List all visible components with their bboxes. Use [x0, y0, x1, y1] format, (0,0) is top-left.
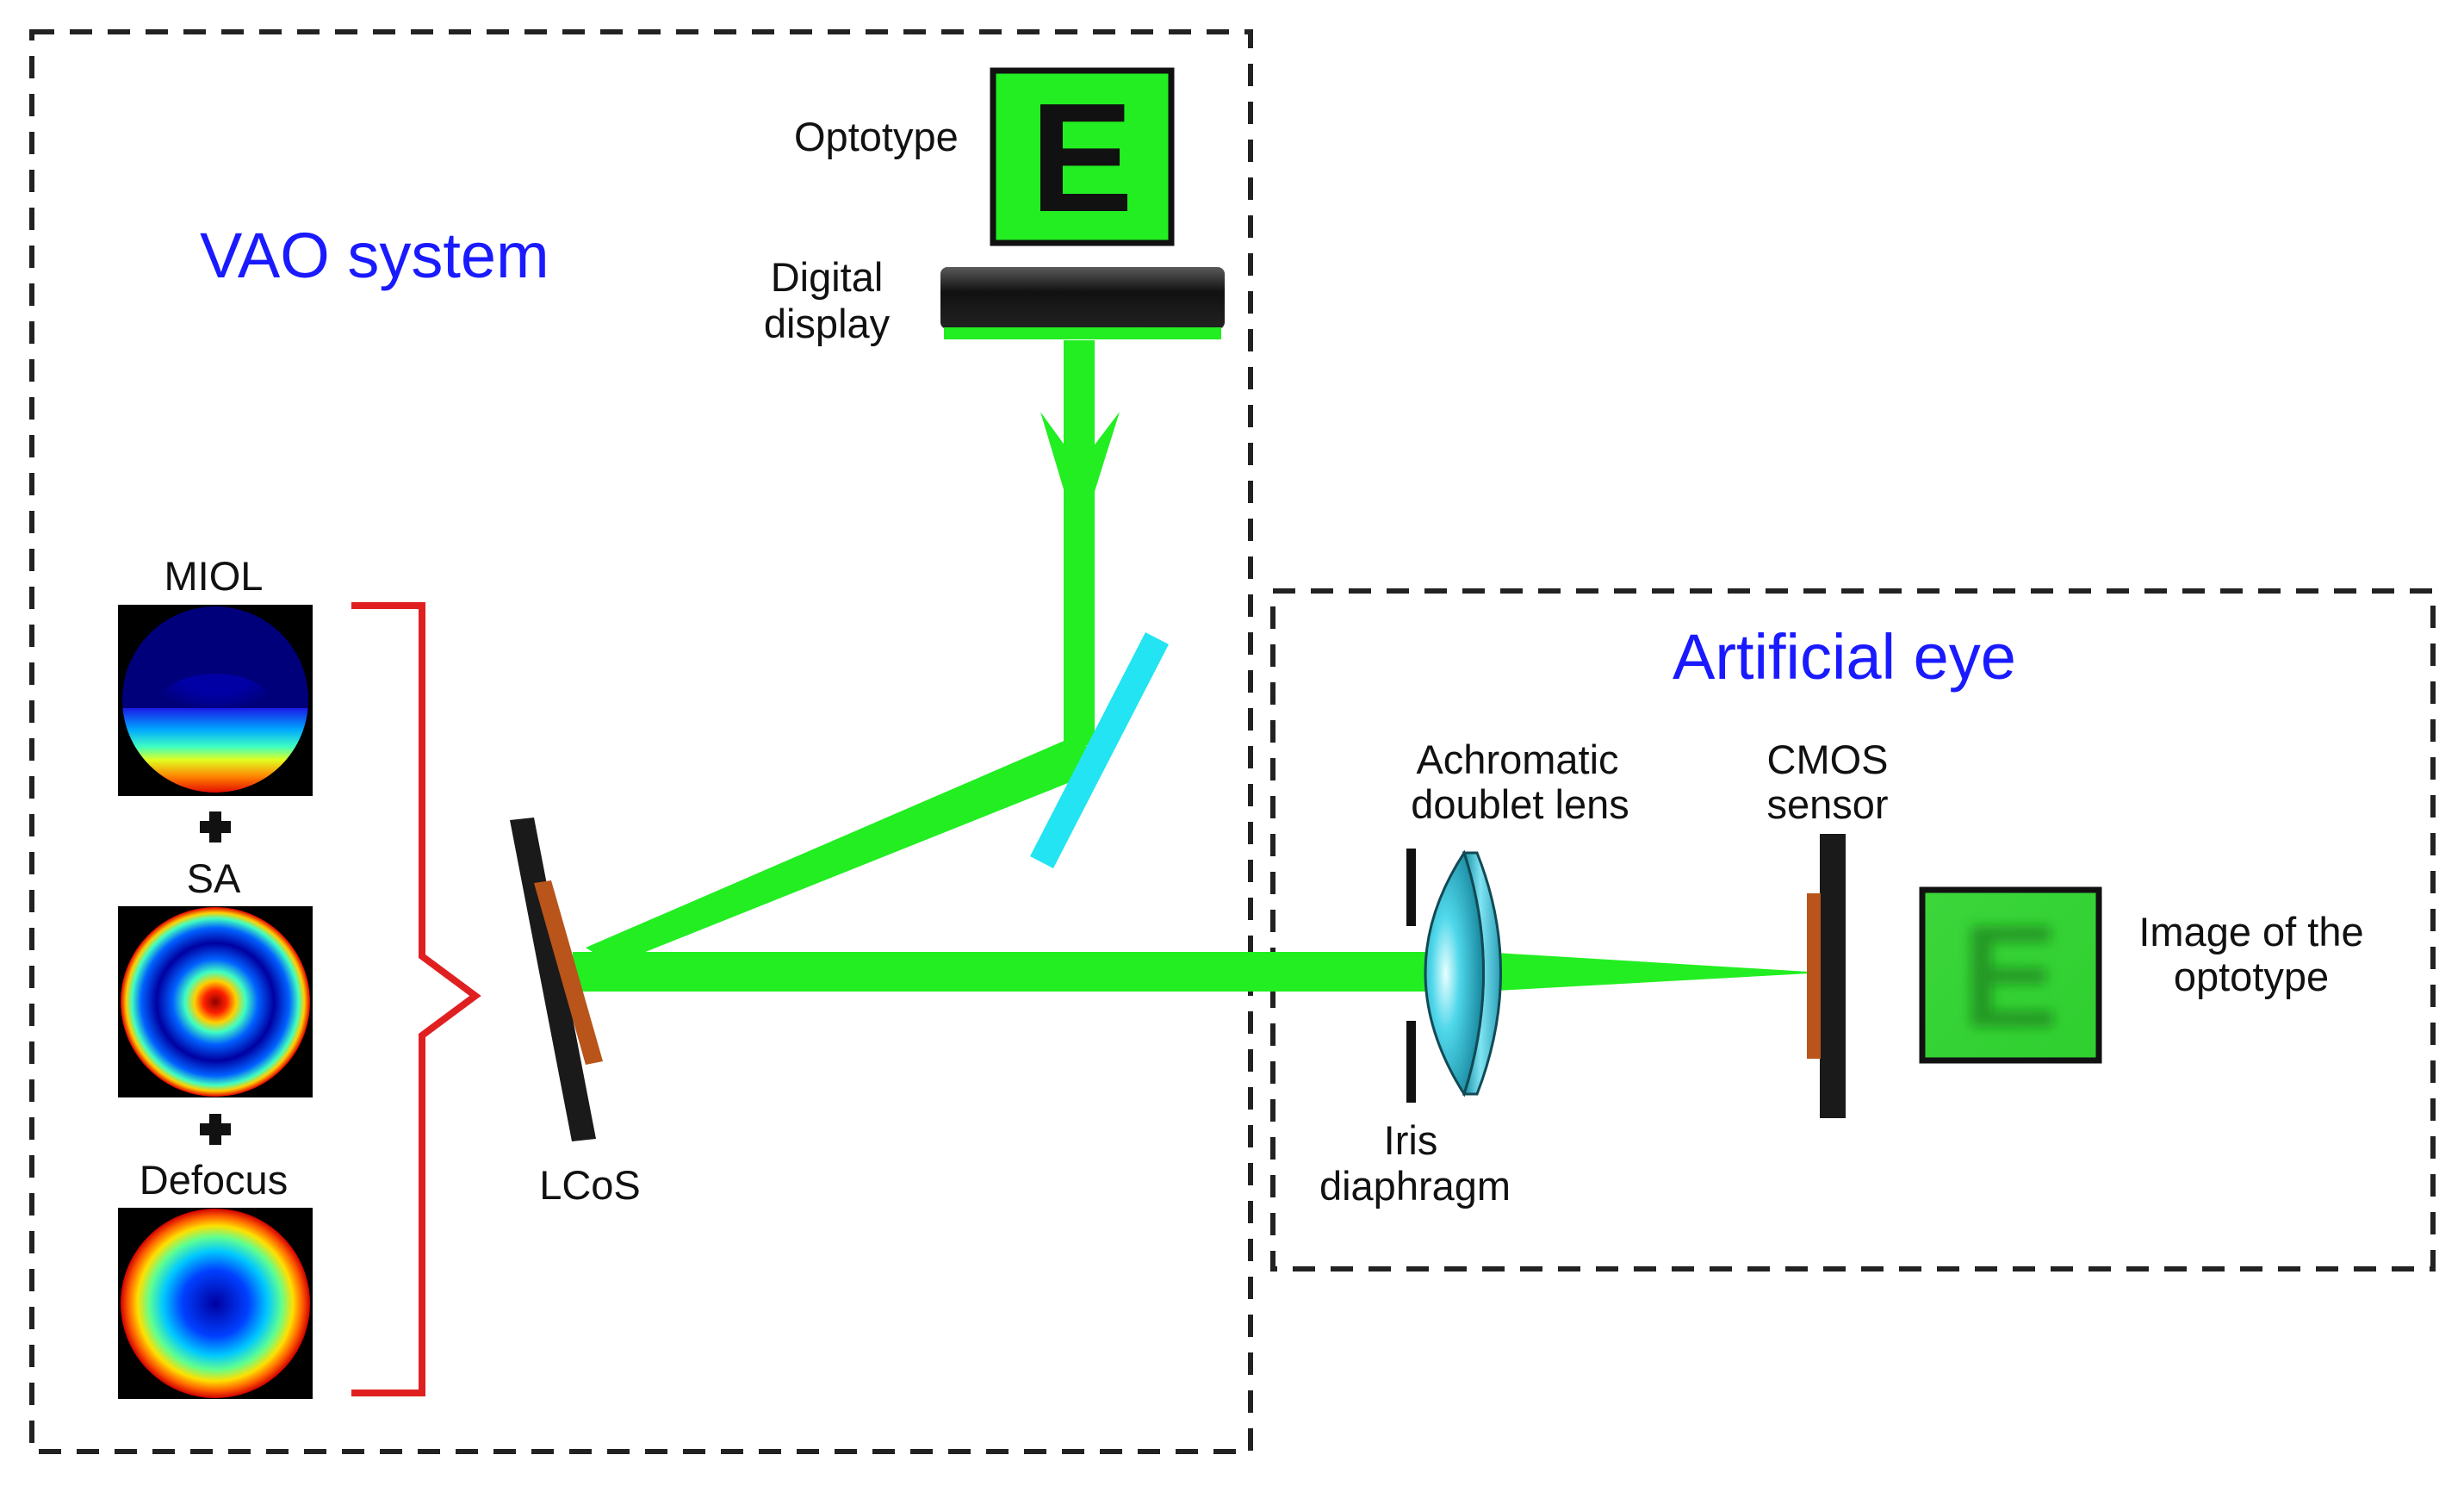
digital-display-label-line2: display: [764, 301, 891, 346]
optotype-image: E: [1919, 886, 2102, 1064]
achromatic-label-line2: doublet lens: [1411, 781, 1629, 827]
cmos-label-line1: CMOS: [1767, 737, 1889, 782]
iris-label-line1: Iris: [1384, 1117, 1438, 1163]
beam-splitter: [1030, 632, 1169, 868]
digital-display-label-line1: Digital: [771, 254, 884, 300]
achromatic-label-line1: Achromatic: [1416, 737, 1618, 782]
cmos-sensor: [1807, 834, 1846, 1118]
artificial-eye-title: Artificial eye: [1673, 621, 2016, 693]
sa-label: SA: [187, 855, 241, 901]
iris-diaphragm: [1406, 849, 1416, 1103]
defocus-label: Defocus: [140, 1157, 288, 1203]
optotype-display: E: [990, 67, 1175, 246]
miol-label: MIOL: [164, 553, 264, 599]
image-letter: E: [1961, 895, 2058, 1059]
image-label-line1: Image of the: [2138, 909, 2363, 954]
iris-label-line2: diaphragm: [1319, 1163, 1511, 1209]
phase-map-bracket: [351, 602, 481, 1396]
plus-icon: [200, 811, 231, 842]
optotype-letter: E: [1030, 72, 1133, 245]
sa-phase-map: [118, 906, 313, 1097]
optotype-label: Optotype: [794, 114, 959, 159]
cmos-label-line2: sensor: [1766, 781, 1888, 827]
lcos-label: LCoS: [539, 1162, 641, 1208]
light-beam: [573, 340, 1809, 992]
vao-system-box: [29, 29, 1253, 1454]
defocus-phase-map: [118, 1208, 313, 1399]
plus-icon: [200, 1114, 231, 1145]
image-label-line2: optotype: [2174, 954, 2329, 999]
miol-phase-map: [118, 605, 313, 796]
vao-system-title: VAO system: [200, 220, 549, 291]
artificial-eye-box: [1270, 588, 2436, 1271]
digital-display: [940, 267, 1225, 339]
achromatic-doublet-lens: [1424, 849, 1502, 1097]
lcos-modulator: [510, 818, 603, 1141]
